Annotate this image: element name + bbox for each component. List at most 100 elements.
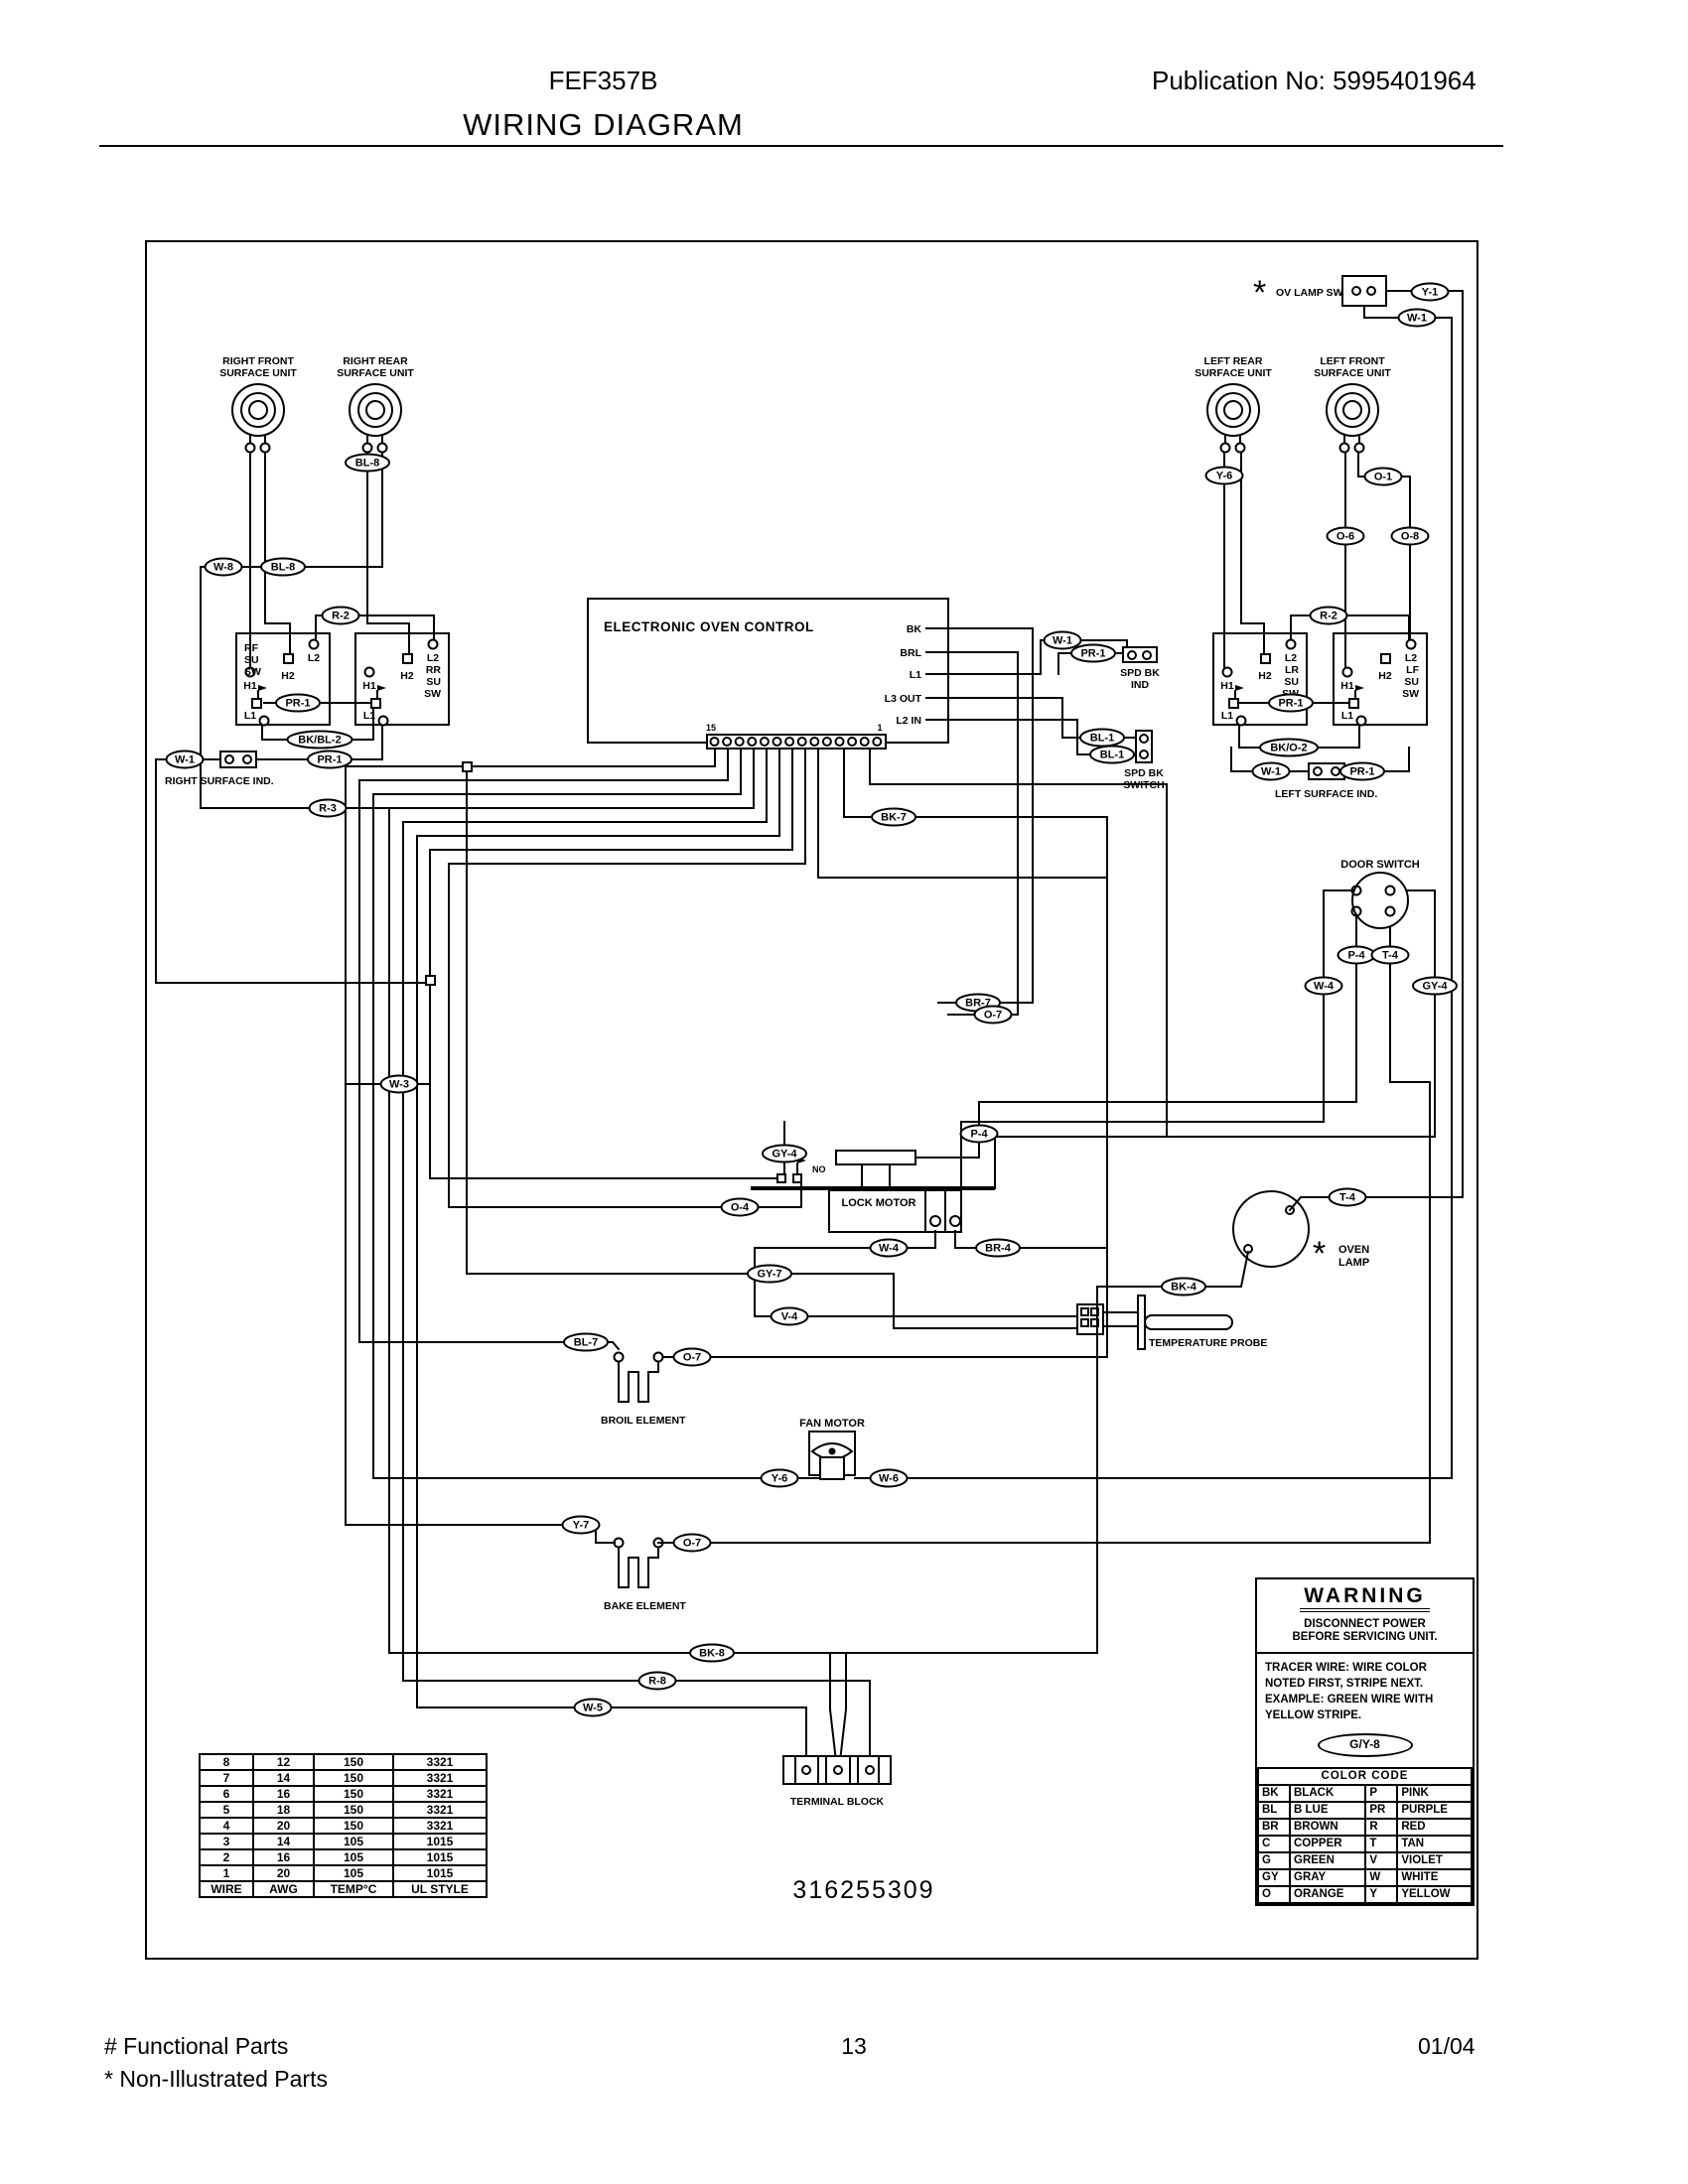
color-code-cell: G <box>1257 1851 1291 1870</box>
svg-text:PR-1: PR-1 <box>317 754 342 766</box>
svg-text:H1: H1 <box>362 680 376 692</box>
table-cell: 3 <box>199 1833 254 1850</box>
color-code-cell: GREEN <box>1288 1851 1367 1870</box>
svg-text:O-8: O-8 <box>1401 531 1419 543</box>
warning-panel: WARNING DISCONNECT POWER BEFORE SERVICIN… <box>1255 1577 1475 1906</box>
svg-text:L2: L2 <box>1285 652 1297 664</box>
color-code-cell: TAN <box>1396 1835 1473 1853</box>
svg-text:L1: L1 <box>363 710 375 722</box>
svg-text:W-4: W-4 <box>1314 981 1335 993</box>
table-cell: 4 <box>199 1817 254 1835</box>
table-cell: 3321 <box>392 1817 488 1835</box>
svg-text:L1: L1 <box>1221 710 1233 722</box>
svg-text:L2: L2 <box>427 652 439 664</box>
svg-text:GY-4: GY-4 <box>1422 981 1448 993</box>
eoc-title: ELECTRONIC OVEN CONTROL <box>604 619 814 634</box>
wire-label: W-4 <box>1304 976 1343 996</box>
table-cell: 150 <box>313 1769 394 1787</box>
wire-label: Y-6 <box>760 1468 799 1488</box>
wire-label: R-2 <box>1309 606 1348 625</box>
svg-text:R-3: R-3 <box>319 803 337 815</box>
fan-motor: FAN MOTOR <box>799 1418 865 1480</box>
table-cell: AWG <box>252 1880 315 1898</box>
table-cell: 3321 <box>392 1753 488 1771</box>
color-code-cell: PR <box>1364 1801 1399 1820</box>
warning-line: BEFORE SERVICING UNIT. <box>1292 1631 1438 1643</box>
surface-unit-switch: L2H2H1L1LRSUSW <box>1212 632 1308 727</box>
surface-unit-label: SURFACE UNIT <box>219 367 297 379</box>
lock-motor: LOCK MOTOR NO <box>751 1150 995 1233</box>
color-code-cell: BL <box>1257 1801 1291 1820</box>
color-code-cell: GRAY <box>1288 1868 1367 1887</box>
table-cell: TEMP°C <box>313 1880 394 1898</box>
color-code-cell: P <box>1364 1784 1399 1803</box>
wire-label: PR-1 <box>307 750 352 769</box>
wire-label: R-2 <box>321 606 360 625</box>
svg-text:BK/BL-2: BK/BL-2 <box>298 735 341 747</box>
bake-element: BAKE ELEMENT <box>604 1537 686 1612</box>
publication-number: Publication No: 5995401964 <box>1152 66 1477 95</box>
svg-text:Y-6: Y-6 <box>772 1473 788 1485</box>
table-cell: 3321 <box>392 1769 488 1787</box>
svg-text:P-4: P-4 <box>970 1129 988 1141</box>
svg-text:H2: H2 <box>1378 670 1392 682</box>
svg-text:O-4: O-4 <box>731 1202 750 1214</box>
wire-label: GY-4 <box>762 1144 807 1163</box>
color-code-cell: R <box>1364 1818 1399 1837</box>
left-surface-ind-label: LEFT SURFACE IND. <box>1275 788 1377 800</box>
svg-text:W-1: W-1 <box>175 754 195 766</box>
surface-unit-label: SURFACE UNIT <box>337 367 414 379</box>
color-code-cell: C <box>1257 1835 1291 1853</box>
surface-unit-label: LEFT FRONT <box>1320 355 1385 367</box>
wire-label: R-8 <box>637 1671 677 1691</box>
wire-label: BL-1 <box>1089 745 1135 764</box>
wire-label: BK-7 <box>871 807 916 827</box>
svg-text:GY-4: GY-4 <box>772 1149 797 1160</box>
tracer-line: EXAMPLE: GREEN WIRE WITH <box>1265 1694 1434 1706</box>
wire-label: Y-1 <box>1410 282 1450 302</box>
table-cell: 3321 <box>392 1785 488 1803</box>
eoc-terminal-label: L1 <box>910 669 921 681</box>
svg-text:L2: L2 <box>308 652 320 664</box>
part-number: 316255309 <box>792 1876 935 1904</box>
door-switch: DOOR SWITCH <box>1340 859 1420 929</box>
eoc-terminal-label: L3 OUT <box>885 693 922 705</box>
wire-label: O-4 <box>720 1197 760 1217</box>
switch-name: SW <box>244 666 261 678</box>
bake-element-label: BAKE ELEMENT <box>604 1600 686 1612</box>
wire-label: O-7 <box>672 1347 712 1367</box>
svg-text:T-4: T-4 <box>1382 950 1399 962</box>
table-cell: 150 <box>313 1785 394 1803</box>
svg-text:W-3: W-3 <box>389 1079 409 1091</box>
svg-text:Y-7: Y-7 <box>573 1520 590 1532</box>
svg-text:O-7: O-7 <box>683 1352 701 1364</box>
svg-text:H2: H2 <box>281 670 295 682</box>
wire-label: W-5 <box>573 1698 613 1717</box>
strip-1: 1 <box>877 723 882 733</box>
wire-label: W-6 <box>869 1468 909 1488</box>
svg-text:BK-7: BK-7 <box>881 812 907 824</box>
svg-text:W-1: W-1 <box>1053 635 1072 647</box>
svg-text:H1: H1 <box>1220 680 1234 692</box>
warning-line: DISCONNECT POWER <box>1304 1618 1426 1630</box>
wire-label: BK-8 <box>689 1643 735 1663</box>
switch-name: SU <box>1404 676 1419 688</box>
switch-name: SU <box>244 654 259 666</box>
svg-text:V-4: V-4 <box>781 1311 798 1323</box>
title-rule <box>99 145 1503 147</box>
table-cell: 1015 <box>392 1833 488 1850</box>
color-code-cell: ORANGE <box>1288 1885 1367 1904</box>
table-cell: 150 <box>313 1801 394 1819</box>
color-code-cell: RED <box>1396 1818 1473 1837</box>
wire-label: BL-1 <box>1079 728 1125 748</box>
svg-text:T-4: T-4 <box>1339 1192 1356 1204</box>
table-cell: 7 <box>199 1769 254 1787</box>
svg-text:H2: H2 <box>400 670 414 682</box>
